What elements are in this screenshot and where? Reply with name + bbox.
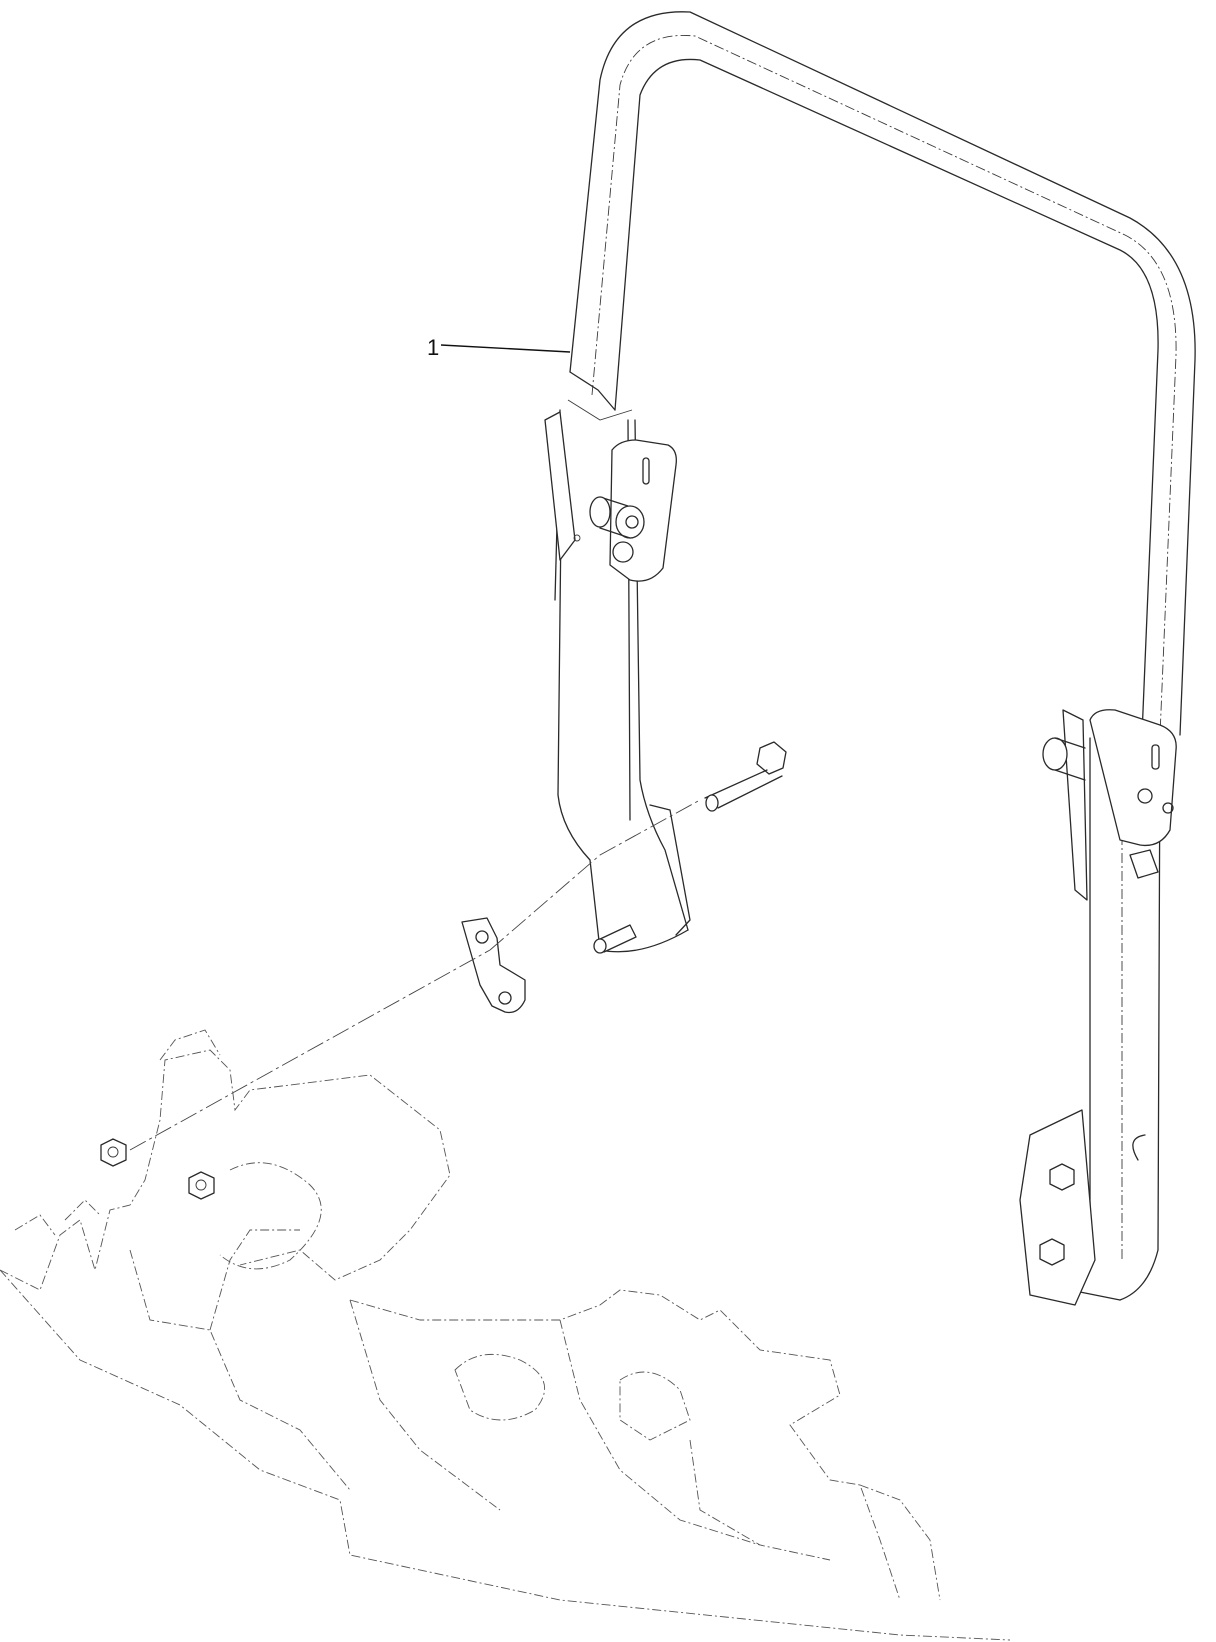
callout-label-1: 1 bbox=[427, 335, 440, 360]
right-foot-plate bbox=[1019, 1109, 1146, 1306]
roll-bar bbox=[554, 11, 1196, 1301]
callout-leader-1 bbox=[440, 344, 571, 353]
hinge-pin-knob bbox=[589, 496, 645, 539]
frame-phantom bbox=[0, 1029, 1011, 1641]
flange-nut bbox=[100, 1138, 215, 1200]
bolt bbox=[704, 741, 787, 812]
left-hinge-bracket bbox=[544, 411, 677, 582]
spacer-plate bbox=[461, 917, 526, 1014]
right-hinge-bracket bbox=[1042, 709, 1177, 901]
locating-pin bbox=[593, 924, 637, 954]
assembly-centerlines bbox=[129, 799, 701, 1151]
